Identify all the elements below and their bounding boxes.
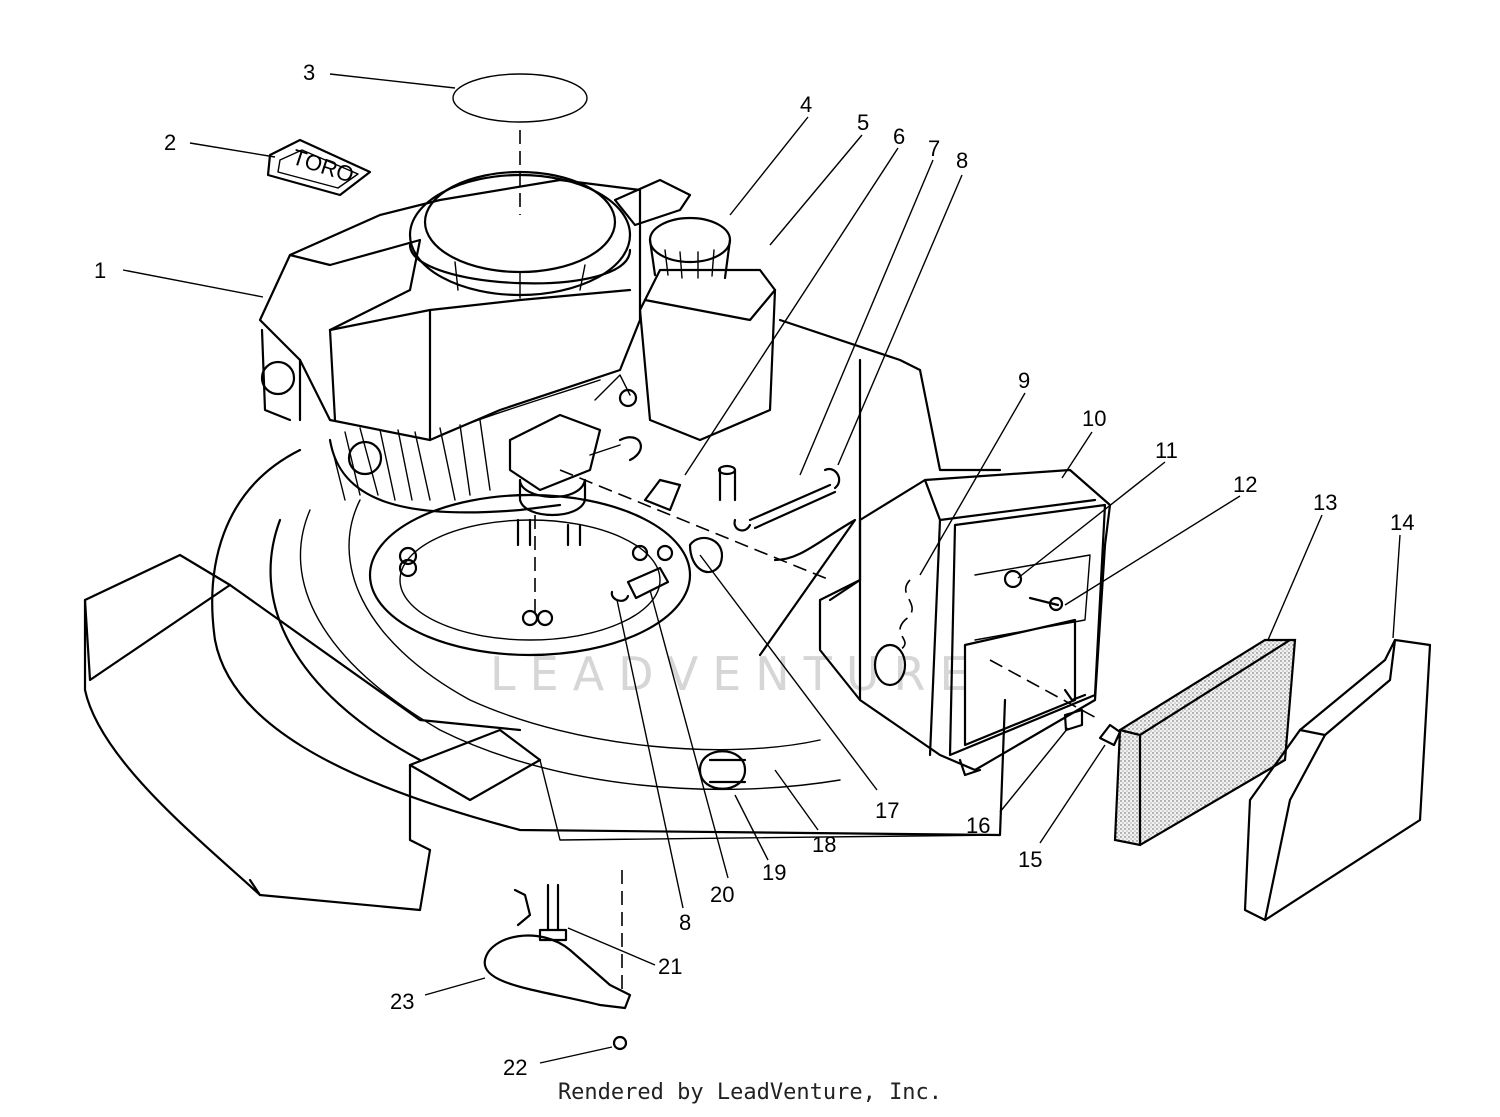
callout-18: 18 [812,832,836,857]
callout-4: 4 [800,92,812,117]
cylinder-fins [328,419,562,514]
callout-19: 19 [762,860,786,885]
callout-numbers: 1 2 3 4 5 6 7 8 9 10 11 12 13 14 15 16 1… [94,60,1414,1080]
air-cleaner-body [818,468,1112,777]
callout-11: 11 [1155,438,1178,463]
callout-1: 1 [94,258,106,283]
callout-3: 3 [303,60,315,85]
air-filter-element [1113,638,1297,847]
callout-6: 6 [893,124,905,149]
callout-23: 23 [390,989,414,1014]
callout-5: 5 [857,110,869,135]
engine-assembly [258,170,777,547]
cap-decal [452,73,588,123]
callout-7: 7 [928,136,940,161]
decal-toro: TORO [266,138,372,197]
callout-22: 22 [503,1055,527,1080]
bolts-and-rods [610,467,857,657]
watermark-text: LEADVENTURE [490,647,983,701]
callout-20: 20 [710,882,734,907]
callout-10: 10 [1082,406,1106,431]
callout-16: 16 [966,813,990,838]
leader-lines [122,73,1401,1064]
callout-12: 12 [1233,472,1257,497]
callout-17: 17 [875,798,899,823]
callout-13: 13 [1313,490,1337,515]
callout-8: 8 [956,148,968,173]
render-credit: Rendered by LeadVenture, Inc. [557,1080,943,1105]
deck-housing [83,318,1007,912]
callout-8-lower: 8 [679,910,691,935]
dashed-centerlines [519,130,1101,995]
callout-9: 9 [1018,368,1030,393]
callout-14: 14 [1390,510,1414,535]
small-hardware [483,708,1122,1051]
callout-21: 21 [658,954,682,979]
callout-15: 15 [1018,847,1042,872]
air-cleaner-cover [1243,638,1432,922]
callout-2: 2 [164,130,176,155]
